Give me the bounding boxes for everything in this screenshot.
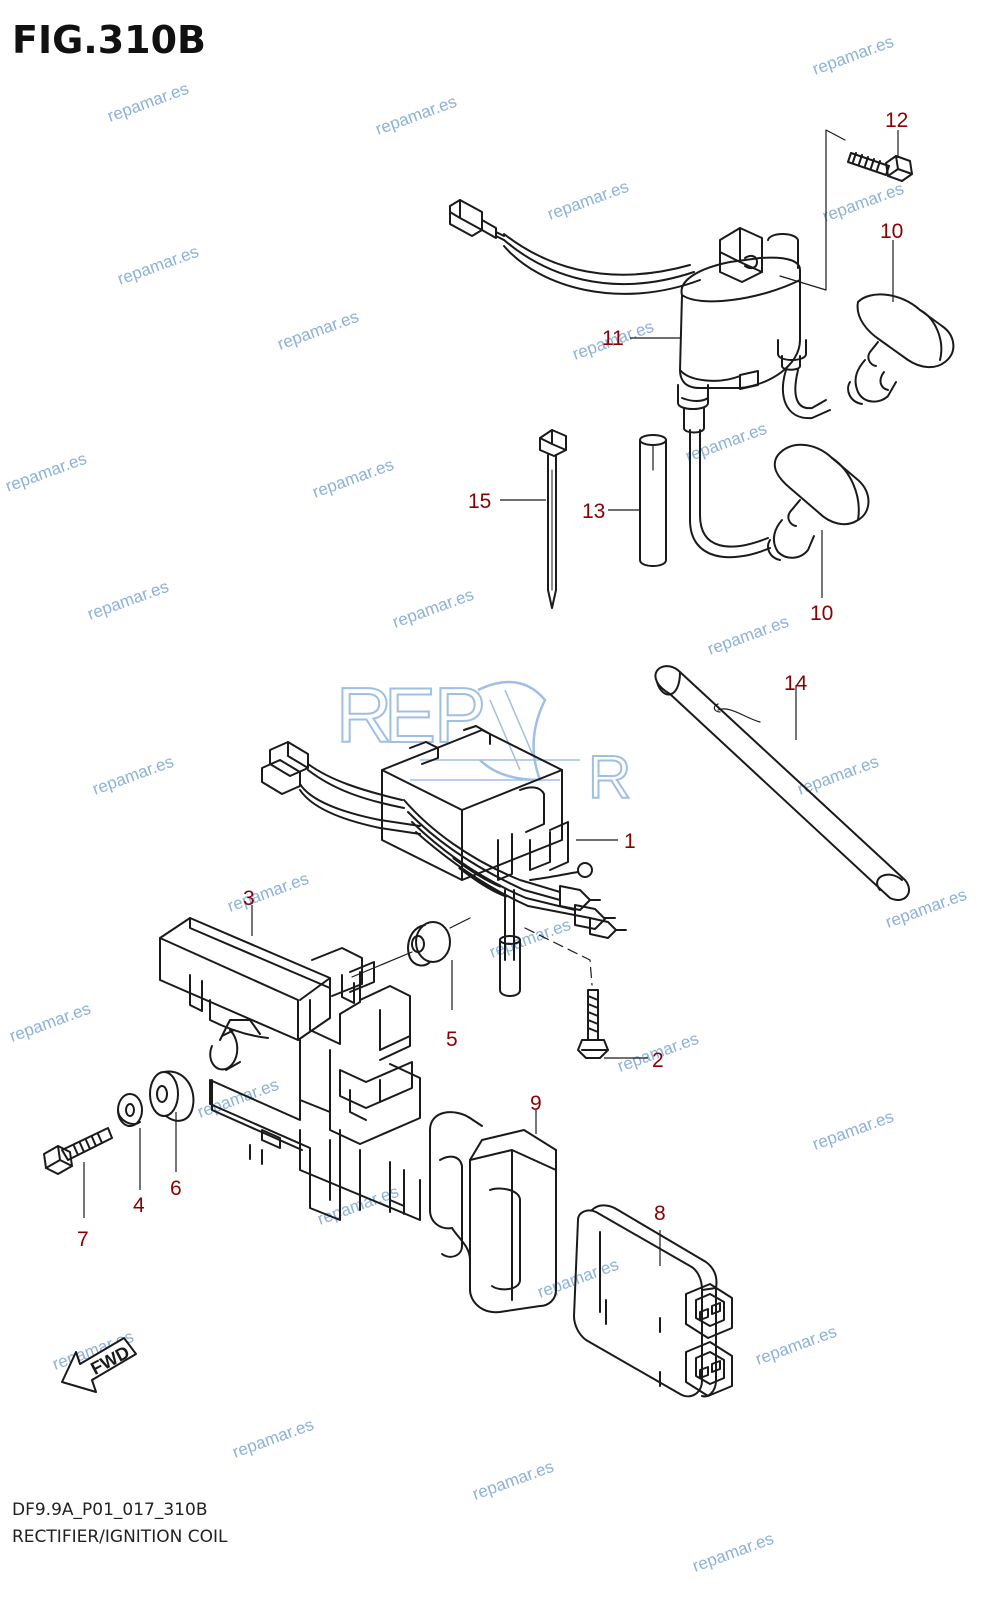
washer-4 xyxy=(117,1093,143,1127)
watermark: repamar.es xyxy=(535,1255,621,1302)
callout-15: 15 xyxy=(468,490,491,513)
callout-7: 7 xyxy=(77,1228,89,1251)
brand-logo: R E P R xyxy=(335,670,632,812)
grommet-6 xyxy=(149,1070,195,1122)
figure-code: DF9.9A_P01_017_310B xyxy=(12,1500,208,1520)
callout-8: 8 xyxy=(654,1202,666,1225)
watermark: repamar.es xyxy=(545,177,631,224)
watermark: repamar.es xyxy=(390,585,476,632)
watermark: repamar.es xyxy=(810,1107,896,1154)
bracket-3 xyxy=(159,917,421,1221)
logo-letter: R xyxy=(588,744,631,811)
cover-9 xyxy=(429,1111,557,1314)
watermark: repamar.es xyxy=(315,1182,401,1229)
watermark: repamar.es xyxy=(820,179,906,226)
watermark: repamar.es xyxy=(795,752,881,799)
callout-10-lower: 10 xyxy=(810,602,833,625)
watermark: repamar.es xyxy=(7,999,93,1046)
rectifier-1 xyxy=(261,725,627,997)
logo-sail xyxy=(477,680,547,782)
watermark: repamar.es xyxy=(225,869,311,916)
watermark: repamar.es xyxy=(85,577,171,624)
watermark: repamar.es xyxy=(275,307,361,354)
bolt-7 xyxy=(43,1127,113,1175)
fwd-arrow xyxy=(61,1337,137,1393)
cdi-unit-8 xyxy=(573,1204,733,1398)
plug-cap-10-upper xyxy=(847,293,955,405)
logo-sail-lines xyxy=(489,689,536,771)
watermark: repamar.es xyxy=(115,242,201,289)
callout-6: 6 xyxy=(170,1177,182,1200)
watermark: repamar.es xyxy=(683,419,769,466)
figure-title: FIG.310B xyxy=(12,18,207,62)
watermark: repamar.es xyxy=(705,612,791,659)
callout-4: 4 xyxy=(133,1194,145,1217)
callout-10-upper: 10 xyxy=(880,220,903,243)
ignition-coil-11 xyxy=(449,199,831,559)
watermark: repamar.es xyxy=(90,752,176,799)
callout-3: 3 xyxy=(243,887,255,910)
callout-9: 9 xyxy=(530,1092,542,1115)
watermark: repamar.es xyxy=(753,1322,839,1369)
watermark: repamar.es xyxy=(195,1075,281,1122)
plug-cap-10-lower xyxy=(767,443,870,561)
cable-tie-15 xyxy=(539,429,567,609)
figure-name: RECTIFIER/IGNITION COIL xyxy=(12,1527,228,1547)
tube-13 xyxy=(639,434,667,567)
callout-12: 12 xyxy=(885,109,908,132)
watermark: repamar.es xyxy=(883,885,969,932)
watermark: repamar.es xyxy=(470,1457,556,1504)
logo-letter: E xyxy=(384,671,436,759)
watermark: repamar.es xyxy=(310,455,396,502)
watermark: repamar.es xyxy=(810,32,896,79)
bolt-12 xyxy=(779,129,913,291)
sleeve-14 xyxy=(654,665,910,901)
grommet-5 xyxy=(351,917,471,978)
callout-14: 14 xyxy=(784,672,808,695)
callout-11: 11 xyxy=(602,327,624,350)
bolt-2 xyxy=(524,927,609,1059)
watermark: repamar.es xyxy=(373,92,459,139)
watermark: repamar.es xyxy=(690,1529,776,1576)
logo-letter: R xyxy=(336,671,392,759)
callout-5: 5 xyxy=(446,1028,458,1051)
callout-1: 1 xyxy=(624,830,636,853)
callout-13: 13 xyxy=(582,500,605,523)
watermark: repamar.es xyxy=(105,79,191,126)
callout-2: 2 xyxy=(652,1049,664,1072)
watermark: repamar.es xyxy=(3,449,89,496)
watermark-layer: repamar.es repamar.es repamar.es repamar… xyxy=(3,32,969,1576)
watermark: repamar.es xyxy=(230,1415,316,1462)
